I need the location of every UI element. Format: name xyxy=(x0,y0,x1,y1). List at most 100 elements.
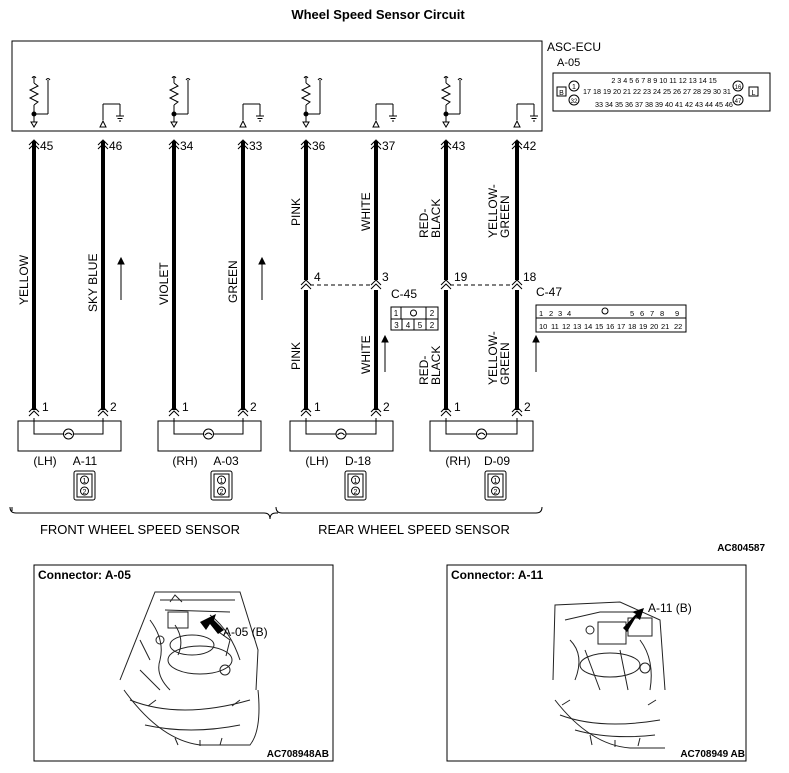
svg-text:13: 13 xyxy=(573,322,581,331)
svg-text:1: 1 xyxy=(394,309,399,318)
ground-icon xyxy=(372,103,397,128)
svg-text:4: 4 xyxy=(314,270,321,284)
pointer-arrow-icon xyxy=(623,608,644,632)
front-group-label: FRONT WHEEL SPEED SENSOR xyxy=(40,522,240,537)
svg-text:3: 3 xyxy=(558,309,562,318)
connector-panel-a11: Connector: A-11 A-11 (B) AC708949 AB xyxy=(446,564,747,762)
ground-icon xyxy=(239,103,264,128)
sensor-connector-icon xyxy=(344,470,367,501)
svg-text:C-45: C-45 xyxy=(391,287,417,301)
junction-pin-numbers: 4 3 19 18 xyxy=(314,270,537,284)
svg-text:2: 2 xyxy=(430,309,435,318)
sensor-rear-lh: (LH) D-18 1 2 xyxy=(289,418,394,501)
engine-bay-icon xyxy=(119,591,260,746)
connector-panel-a05: Connector: A-05 A-05 (B) AC708948AB xyxy=(33,564,334,762)
wires xyxy=(32,141,519,410)
panel-code: AC708949 AB xyxy=(680,749,745,760)
svg-text:4: 4 xyxy=(567,309,571,318)
svg-text:45: 45 xyxy=(40,139,54,153)
svg-text:2: 2 xyxy=(383,400,390,414)
svg-text:22: 22 xyxy=(674,322,682,331)
svg-text:2: 2 xyxy=(354,489,358,496)
junction-connector-c45: C-45 1 2 3 4 5 2 xyxy=(390,287,439,331)
sensor-rear-rh: (RH) D-09 1 2 xyxy=(429,418,534,501)
diagram-title: Wheel Speed Sensor Circuit xyxy=(291,7,465,22)
connector-chevrons xyxy=(28,139,523,417)
svg-text:16: 16 xyxy=(606,322,614,331)
svg-text:11: 11 xyxy=(551,322,559,331)
sensor-coil-icon xyxy=(335,428,347,440)
svg-text:1: 1 xyxy=(314,400,321,414)
engine-bay-icon xyxy=(552,601,666,749)
svg-text:2: 2 xyxy=(110,400,117,414)
ecu-connector-face: B L 1 32 16 47 2 3 4 5 6 7 8 9 10 11 12 … xyxy=(552,72,771,112)
wire-color-labels: YELLOW SKY BLUE VIOLET GREEN PINK WHITE … xyxy=(17,184,512,385)
pullup-resistor-icon xyxy=(168,76,191,128)
panel-title: Connector: A-11 xyxy=(451,568,544,582)
svg-text:2 3 4 5 6 7 8 9 10 11 12 13 14: 2 3 4 5 6 7 8 9 10 11 12 13 14 15 xyxy=(611,76,716,85)
sensor-coil-icon xyxy=(203,428,214,440)
svg-text:A-11: A-11 xyxy=(73,454,98,468)
svg-text:D-09: D-09 xyxy=(484,454,510,468)
ecu-pin-numbers: 45 46 34 33 36 37 43 42 xyxy=(40,139,537,153)
ground-icon xyxy=(513,103,538,128)
figure-code: AC804587 xyxy=(717,543,765,554)
svg-text:2: 2 xyxy=(430,321,435,330)
svg-text:46: 46 xyxy=(109,139,123,153)
wire-color-43-lower-line2: BLACK xyxy=(429,346,443,385)
ecu-box xyxy=(11,40,543,132)
pullup-resistor-icon xyxy=(300,76,323,128)
svg-text:2: 2 xyxy=(250,400,257,414)
svg-text:A-03: A-03 xyxy=(213,454,239,468)
svg-text:18: 18 xyxy=(523,270,537,284)
svg-text:1: 1 xyxy=(454,400,461,414)
svg-text:32: 32 xyxy=(571,99,578,105)
svg-text:8: 8 xyxy=(660,309,664,318)
group-braces xyxy=(9,506,543,520)
wire-color-33: GREEN xyxy=(226,260,240,303)
svg-text:(LH): (LH) xyxy=(305,454,328,468)
wire-color-42-line2: GREEN xyxy=(498,195,512,238)
arrow-up-icon xyxy=(258,256,266,265)
svg-text:19: 19 xyxy=(454,270,468,284)
wire-color-43-line2: BLACK xyxy=(429,199,443,238)
svg-text:L: L xyxy=(752,90,756,97)
junction-connector-c47: C-47 1 2 3 4 5 6 7 8 9 10 11 12 13 14 15… xyxy=(535,285,687,333)
svg-text:5: 5 xyxy=(418,321,423,330)
sensor-connector-icon xyxy=(73,470,96,501)
svg-text:16: 16 xyxy=(735,85,742,91)
svg-text:1: 1 xyxy=(220,478,224,485)
svg-text:1: 1 xyxy=(494,478,498,485)
svg-text:1: 1 xyxy=(354,478,358,485)
wire-color-34: VIOLET xyxy=(157,262,171,305)
svg-text:2: 2 xyxy=(549,309,553,318)
wire-color-37-lower: WHITE xyxy=(359,335,373,374)
sensor-pin-numbers: 1 2 1 2 1 2 1 2 xyxy=(42,400,531,414)
svg-text:5: 5 xyxy=(630,309,634,318)
wire-color-43-line1: RED- xyxy=(417,209,431,238)
panel-title: Connector: A-05 xyxy=(38,568,131,582)
arrow-up-icon xyxy=(532,334,540,343)
svg-text:(RH): (RH) xyxy=(445,454,470,468)
svg-text:33: 33 xyxy=(249,139,263,153)
svg-text:14: 14 xyxy=(584,322,592,331)
svg-text:43: 43 xyxy=(452,139,466,153)
svg-text:15: 15 xyxy=(595,322,603,331)
wire-color-36: PINK xyxy=(289,198,303,226)
svg-text:1: 1 xyxy=(572,84,576,91)
arrow-up-icon xyxy=(381,334,389,343)
wire-color-46: SKY BLUE xyxy=(86,254,100,312)
svg-text:2: 2 xyxy=(83,489,87,496)
sensor-front-rh: (RH) A-03 1 2 xyxy=(157,418,262,501)
panel-callout: A-11 (B) xyxy=(648,601,692,615)
arrow-up-icon xyxy=(117,256,125,265)
svg-text:1: 1 xyxy=(539,309,543,318)
svg-text:3: 3 xyxy=(394,321,399,330)
svg-text:10: 10 xyxy=(539,322,547,331)
svg-text:(RH): (RH) xyxy=(172,454,197,468)
sensor-connector-icon xyxy=(484,470,507,501)
ecu-name: ASC-ECU xyxy=(547,40,601,54)
svg-text:36: 36 xyxy=(312,139,326,153)
svg-text:18: 18 xyxy=(628,322,636,331)
